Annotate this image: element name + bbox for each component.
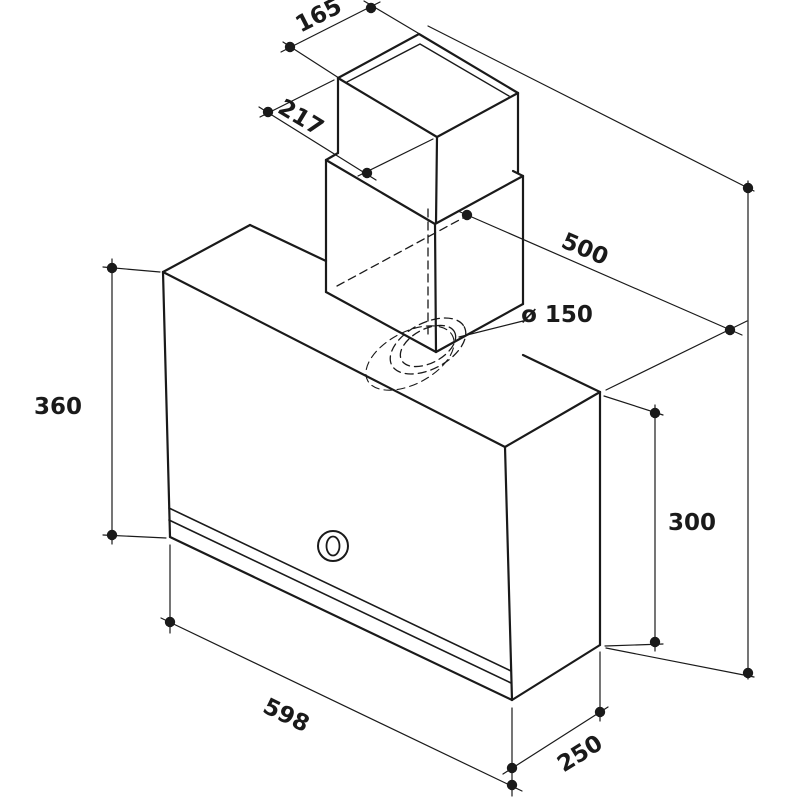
dim-dot [649, 636, 661, 648]
hood-width-label: 598 [259, 693, 314, 737]
dimension-labels: 165 217 500 ø 150 360 300 598 250 [34, 0, 716, 778]
dim-dot [594, 706, 606, 718]
dim-dot [164, 616, 176, 628]
dimension-end-dots [106, 2, 754, 791]
dim-hood-width [160, 544, 523, 797]
dim-dot [106, 262, 118, 274]
dimension-lines [102, 0, 755, 797]
dim-dot [262, 106, 274, 118]
dim-rear-body-height [603, 395, 664, 652]
dim-dot [361, 167, 373, 179]
dim-chimney-top-depth [258, 79, 434, 181]
dim-dot [461, 209, 473, 221]
dim-dot [742, 182, 754, 194]
dim-chimney-height [457, 210, 748, 391]
dim-dot [724, 324, 736, 336]
control-knob [317, 530, 349, 562]
dim-front-panel-height [102, 258, 167, 545]
dim-dot [506, 762, 518, 774]
front-panel-height-label: 360 [34, 394, 82, 420]
dim-dot [284, 41, 296, 53]
duct-outlet-dashed-outline [336, 204, 475, 391]
dim-dot [506, 779, 518, 791]
chimney-height-label: 500 [558, 228, 612, 271]
dim-dot [106, 529, 118, 541]
chimney-duct [324, 32, 525, 354]
duct-diameter-label: ø 150 [521, 302, 593, 328]
hood-body [161, 223, 602, 702]
chimney-top-depth-label: 217 [273, 94, 328, 141]
dim-dot [742, 667, 754, 679]
front-glass-panel [161, 270, 514, 702]
duct-diameter-leader [458, 320, 524, 338]
dim-dot [649, 407, 661, 419]
dim-overall-height-reference [427, 25, 755, 680]
rear-body-height-label: 300 [668, 510, 716, 536]
dim-dot [365, 2, 377, 14]
